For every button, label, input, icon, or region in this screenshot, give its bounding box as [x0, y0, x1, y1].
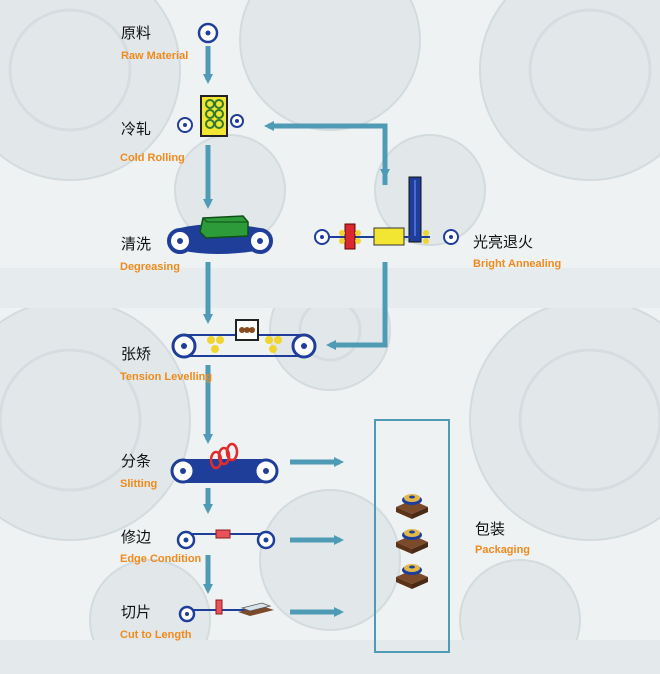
coil-icon [197, 22, 219, 44]
packaging-label-zh: 包装 [475, 520, 506, 538]
flow-arrows [203, 46, 390, 617]
arrow-annealing-to-rolling [264, 121, 388, 185]
edge-condition-label-en: Edge Condition [120, 553, 202, 565]
rolling-mill-icon [177, 95, 244, 137]
raw-material-label-zh: 原料 [121, 24, 152, 42]
tension-levelling-label-en: Tension Levelling [120, 371, 213, 383]
slitting-label-zh: 分条 [121, 452, 152, 470]
cut-to-length-label-en: Cut to Length [120, 629, 192, 641]
annealing-furnace-icon [314, 176, 459, 250]
degreasing-label-zh: 清洗 [121, 235, 152, 253]
packaging-area [374, 419, 450, 653]
bright-annealing-label-zh: 光亮退火 [473, 233, 534, 251]
degreasing-tank-icon [167, 215, 273, 254]
packaging-label-en: Packaging [475, 544, 531, 556]
slitting-label-en: Slitting [120, 478, 158, 490]
tension-levelling-label-zh: 张矫 [121, 345, 152, 363]
edge-trimmer-icon [176, 529, 276, 550]
shear-icon [178, 599, 274, 623]
cut-to-length-label-zh: 切片 [121, 603, 152, 621]
leveller-icon [171, 319, 317, 359]
edge-condition-label-zh: 修边 [121, 528, 152, 546]
arrow-annealing-to-levelling [326, 262, 388, 350]
bright-annealing-label-en: Bright Annealing [473, 258, 562, 270]
cold-rolling-label-en: Cold Rolling [120, 152, 185, 164]
cold-rolling-label-zh: 冷轧 [121, 120, 152, 138]
packaged-coil-icon [396, 494, 428, 589]
slitting-knife-icon [170, 442, 279, 484]
raw-material-label-en: Raw Material [121, 50, 189, 62]
degreasing-label-en: Degreasing [120, 261, 180, 273]
